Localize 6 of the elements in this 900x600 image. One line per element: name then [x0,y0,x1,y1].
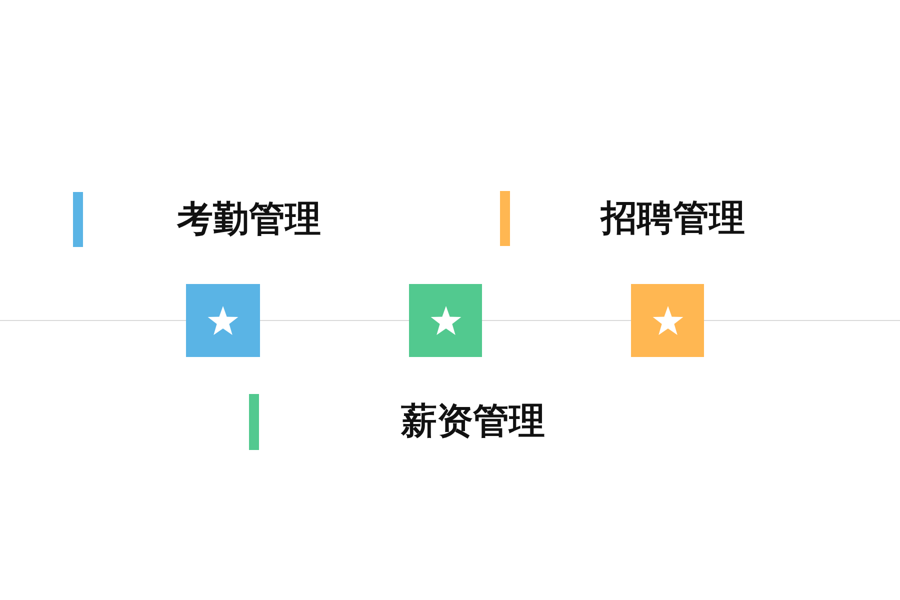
milestone-title: 考勤管理 [177,202,321,238]
milestone-marker [186,284,260,357]
milestone-marker [631,284,704,357]
milestone-title: 薪资管理 [401,404,545,440]
milestone-marker [409,284,482,357]
milestone-title: 招聘管理 [601,201,745,237]
